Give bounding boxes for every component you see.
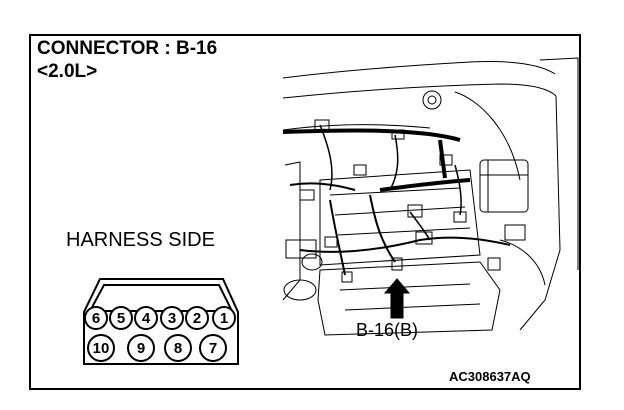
connector-pin-1 [212,306,236,330]
connector-pin-8 [164,334,192,362]
connector-pin-9 [127,334,155,362]
pin-row-bottom: 10 9 8 7 [87,334,227,362]
connector-pin-label-4: 4 [142,310,151,327]
connector-pin-label-1: 1 [220,310,228,327]
connector-pin-label-8: 8 [174,340,182,357]
connector-pin-5 [109,306,133,330]
connector-title: CONNECTOR : B-16 [37,38,218,59]
connector-pin-label-5: 5 [117,310,125,327]
engine-bay-illustration [282,57,579,336]
callout-label: B-16(B) [356,320,419,340]
callout-arrow [383,278,411,319]
engine-variant-label: <2.0L> [37,61,98,82]
wiring-harness [282,124,511,276]
connector-pin-label-10: 10 [93,340,110,357]
connector-pin-label-3: 3 [168,310,176,327]
connector-pin-2 [185,306,209,330]
connector-pin-label-9: 9 [137,340,145,357]
figure-frame [29,34,581,390]
connector-pin-4 [134,306,158,330]
connector-pin-label-7: 7 [209,340,217,357]
connector-pin-label-6: 6 [92,310,100,327]
connector-pin-3 [160,306,184,330]
connector-pin-10 [87,334,115,362]
connector-pin-7 [199,334,227,362]
harness-side-label: HARNESS SIDE [66,229,215,251]
connector-pin-6 [84,306,108,330]
figure-code: AC308637AQ [449,369,531,384]
connector-pin-label-2: 2 [193,310,201,327]
